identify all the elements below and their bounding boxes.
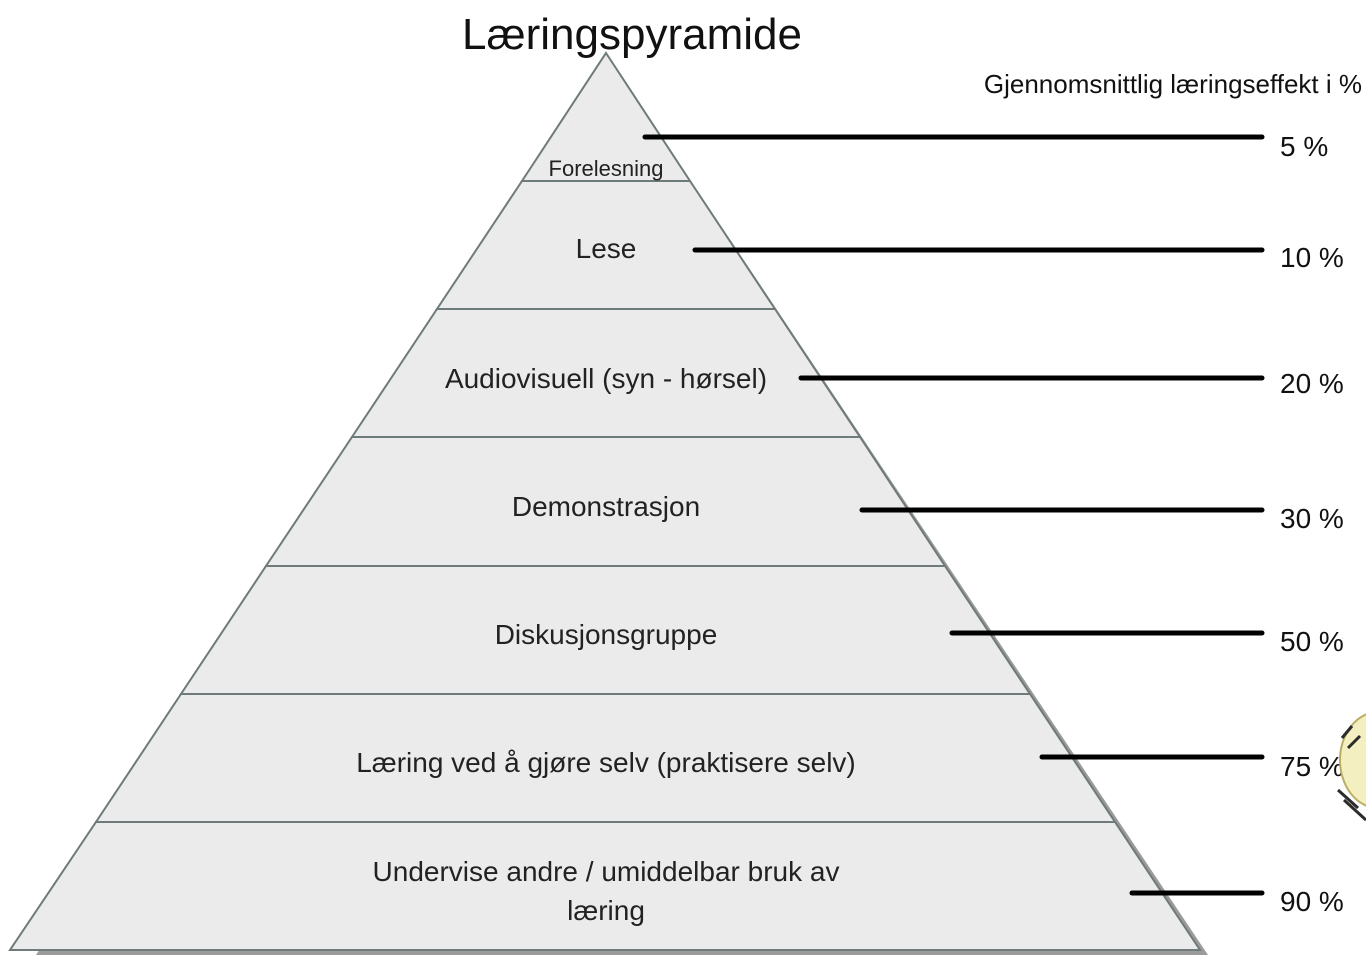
percent-undervise: 90 % bbox=[1280, 886, 1344, 917]
level-label-undervise-line-2: læring bbox=[567, 895, 645, 926]
diagram-subtitle: Gjennomsnittlig læringseffekt i % bbox=[984, 69, 1362, 99]
percent-forelesning: 5 % bbox=[1280, 131, 1328, 162]
percent-praktisere: 75 % bbox=[1280, 751, 1344, 782]
percent-diskusjonsgruppe: 50 % bbox=[1280, 626, 1344, 657]
level-label-diskusjonsgruppe: Diskusjonsgruppe bbox=[495, 619, 718, 650]
percent-demonstrasjon: 30 % bbox=[1280, 503, 1344, 534]
logo-emblem bbox=[1336, 713, 1366, 822]
leader-lines bbox=[642, 134, 1265, 896]
level-label-undervise-line-1: Undervise andre / umiddelbar bruk av bbox=[373, 856, 840, 887]
level-label-lese: Lese bbox=[576, 233, 637, 264]
band-undervise bbox=[8, 821, 1202, 951]
pyramid-bands bbox=[8, 51, 1202, 951]
level-label-audiovisuell: Audiovisuell (syn - hørsel) bbox=[445, 363, 767, 394]
diagram-title: Læringspyramide bbox=[462, 10, 802, 59]
level-label-demonstrasjon: Demonstrasjon bbox=[512, 491, 700, 522]
percent-audiovisuell: 20 % bbox=[1280, 368, 1344, 399]
level-label-forelesning: Forelesning bbox=[549, 156, 664, 181]
percent-lese: 10 % bbox=[1280, 242, 1344, 273]
level-label-praktisere: Læring ved å gjøre selv (praktisere selv… bbox=[356, 747, 856, 778]
